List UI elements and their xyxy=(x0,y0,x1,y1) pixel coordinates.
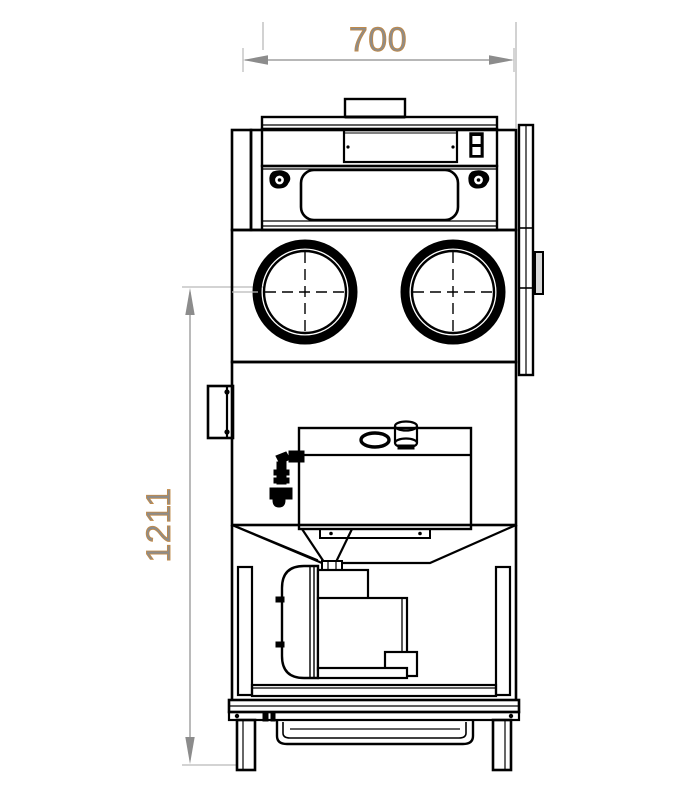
width-arrow-left xyxy=(243,55,268,65)
abrasive-tank xyxy=(269,420,473,531)
lid-handle xyxy=(343,97,407,119)
valve-assembly[interactable] xyxy=(269,450,305,508)
hopper-funnel xyxy=(231,523,517,603)
right-side-panel xyxy=(517,123,544,377)
width-dimension-label: 700 xyxy=(349,21,407,59)
leg-right xyxy=(491,718,513,772)
leg-left xyxy=(235,718,257,772)
tank-fill-port xyxy=(359,431,391,449)
glove-port-left[interactable] xyxy=(252,239,358,345)
tank-cap-fitting xyxy=(393,420,419,450)
base-frame xyxy=(227,698,521,772)
motor-pump-assembly xyxy=(275,564,419,680)
window-latch-left[interactable] xyxy=(269,170,291,189)
width-dimension-label-outline: 700 xyxy=(349,21,407,59)
dimension-width-700: 700 700 xyxy=(242,21,517,128)
viewing-window xyxy=(299,168,460,222)
glove-port-section xyxy=(230,228,518,364)
side-mount-bracket xyxy=(206,384,235,440)
machine-assembly xyxy=(206,97,544,772)
mid-cabinet xyxy=(206,360,518,527)
dimension-height-1211: 1211 1211 xyxy=(140,286,264,766)
control-switch[interactable] xyxy=(469,132,484,158)
pump-housing xyxy=(275,564,320,680)
glove-port-right[interactable] xyxy=(400,239,506,345)
width-arrow-right xyxy=(489,55,514,65)
right-side-handle[interactable] xyxy=(534,251,544,295)
height-arrow-top xyxy=(185,288,195,315)
foot-pedal-bar[interactable] xyxy=(275,720,475,746)
height-arrow-bottom xyxy=(185,737,195,764)
height-dimension-label-outline: 1211 xyxy=(140,487,178,562)
window-latch-right[interactable] xyxy=(468,170,490,189)
height-dimension-label: 1211 xyxy=(140,487,178,562)
lower-cabinet xyxy=(230,525,518,700)
top-lid-panel xyxy=(260,97,499,168)
